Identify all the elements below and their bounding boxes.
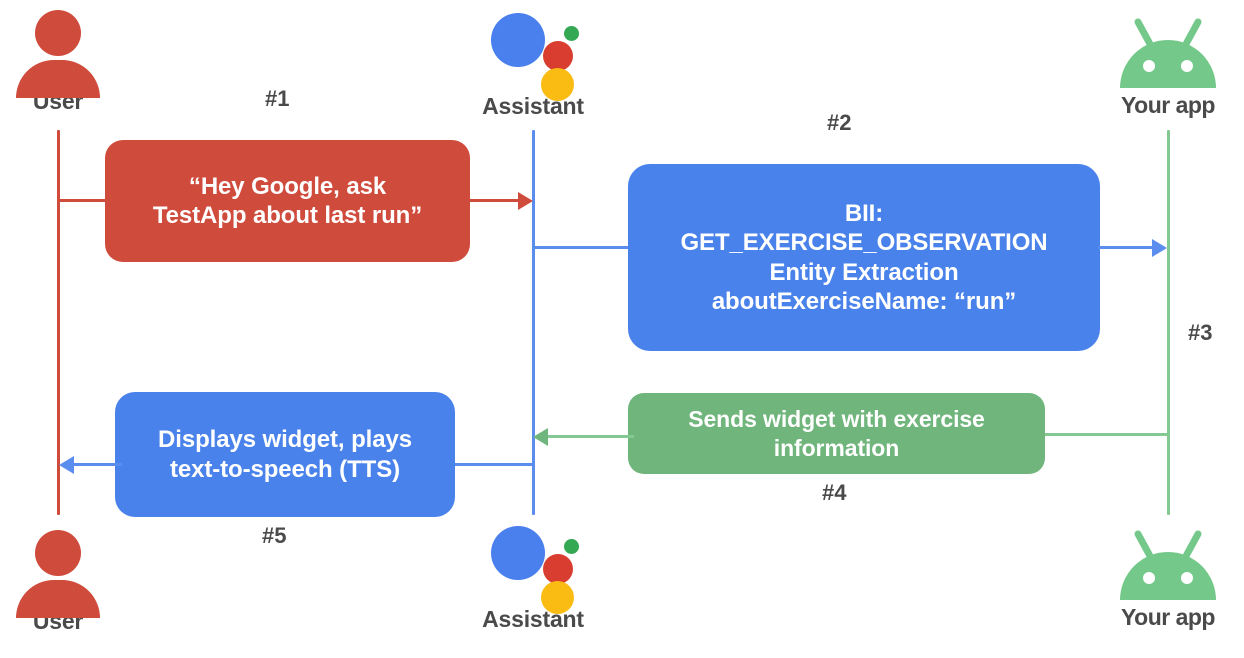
- android-icon: [1108, 522, 1228, 606]
- actor-label-your-app-bottom: Your app: [1121, 604, 1215, 630]
- step-label-2: #2: [827, 110, 852, 135]
- message-widget-response-line-2: information: [773, 434, 900, 461]
- user-icon-head: [35, 530, 81, 576]
- connector-your-app-to-green-box: [1040, 433, 1168, 436]
- message-box-display: Displays widget, plays text-to-speech (T…: [115, 392, 455, 517]
- user-icon: [0, 528, 118, 618]
- actor-your-app-bottom: Your app: [1108, 522, 1228, 629]
- connector-assistant-to-bii: [532, 246, 642, 249]
- message-bii-line-3: Entity Extraction: [769, 258, 959, 286]
- message-box-utterance: “Hey Google, ask TestApp about last run”: [105, 140, 470, 262]
- assistant-icon-yellow-dot: [541, 68, 574, 101]
- actor-assistant-bottom: Assistant: [473, 518, 593, 631]
- user-icon: [0, 8, 118, 98]
- user-icon-head: [35, 10, 81, 56]
- android-icon-svg: [1120, 530, 1216, 600]
- step-label-3: #3: [1188, 320, 1213, 345]
- message-box-widget-response: Sends widget with exercise information: [628, 393, 1045, 474]
- actor-user-top: User: [0, 8, 118, 113]
- actor-label-assistant-top: Assistant: [482, 93, 584, 119]
- message-widget-response-line-1: Sends widget with exercise: [688, 406, 985, 433]
- message-bii-line-2: GET_EXERCISE_OBSERVATION: [680, 229, 1048, 257]
- connector-bii-to-your-app: [1098, 246, 1154, 249]
- actor-user-bottom: User: [0, 528, 118, 633]
- arrowhead-green-box-to-assistant: [533, 428, 548, 446]
- actor-your-app-top: Your app: [1108, 10, 1228, 117]
- assistant-icon-red-dot: [543, 554, 573, 584]
- actor-label-your-app-top: Your app: [1121, 92, 1215, 118]
- user-icon-body: [16, 60, 100, 98]
- message-bii-line-4: aboutExerciseName: “run”: [711, 287, 1017, 315]
- message-bii-line-1: BII:: [844, 199, 884, 227]
- lifeline-assistant: [532, 130, 535, 515]
- step-label-1: #1: [265, 86, 290, 111]
- google-assistant-icon: [473, 518, 593, 614]
- google-assistant-icon: [473, 5, 593, 101]
- actor-assistant-top: Assistant: [473, 5, 593, 118]
- assistant-icon-blue-dot: [491, 13, 545, 67]
- android-icon-svg: [1120, 18, 1216, 88]
- message-utterance-line-2: TestApp about last run”: [152, 202, 423, 229]
- arrowhead-display-box-to-user: [59, 456, 74, 474]
- connector-green-box-to-assistant: [548, 435, 634, 438]
- assistant-icon-green-dot: [564, 539, 579, 554]
- arrowhead-user-to-assistant: [518, 192, 533, 210]
- assistant-icon-blue-dot: [491, 526, 545, 580]
- connector-assistant-to-display-box: [452, 463, 534, 466]
- actor-label-assistant-bottom: Assistant: [482, 606, 584, 632]
- message-box-bii: BII: GET_EXERCISE_OBSERVATION Entity Ext…: [628, 164, 1100, 351]
- assistant-icon-red-dot: [543, 41, 573, 71]
- user-icon-body: [16, 580, 100, 618]
- assistant-icon-yellow-dot: [541, 581, 574, 614]
- lifeline-user: [57, 130, 60, 515]
- message-utterance-line-1: “Hey Google, ask: [188, 172, 387, 200]
- message-display-line-2: text-to-speech (TTS): [169, 455, 400, 483]
- message-display-line-1: Displays widget, plays: [158, 426, 412, 454]
- connector-display-box-to-user: [72, 463, 122, 466]
- lifeline-your-app: [1167, 130, 1170, 515]
- step-label-5: #5: [262, 523, 287, 548]
- step-label-4: #4: [822, 480, 847, 505]
- arrowhead-bii-to-your-app: [1152, 239, 1167, 257]
- assistant-icon-green-dot: [564, 26, 579, 41]
- android-icon: [1108, 10, 1228, 94]
